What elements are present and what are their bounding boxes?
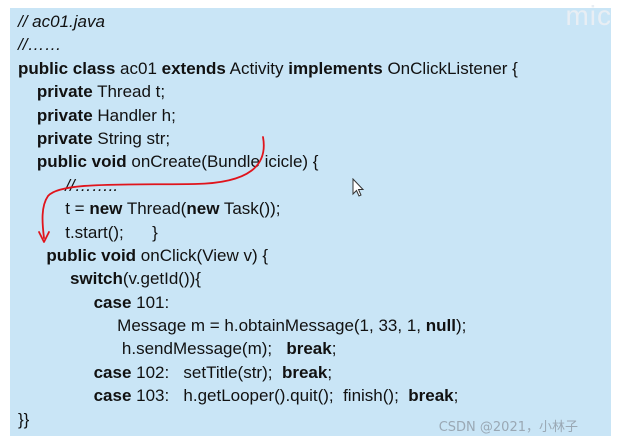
code-text: ; bbox=[331, 339, 337, 359]
code-keyword: break bbox=[281, 362, 328, 382]
code-text: }} bbox=[18, 409, 30, 429]
code-keyword: case bbox=[93, 386, 132, 406]
code-keyword: public void bbox=[36, 152, 127, 172]
code-text: (v.getId()){ bbox=[122, 269, 201, 289]
code-text bbox=[18, 246, 46, 265]
code-text: OnClickListener { bbox=[382, 58, 518, 78]
code-text: t = bbox=[18, 199, 90, 219]
code-comment: // ac01.java bbox=[18, 12, 105, 31]
code-line: //…….. bbox=[18, 174, 518, 197]
code-text bbox=[18, 82, 37, 101]
code-keyword: implements bbox=[288, 58, 383, 78]
code-comment: //…… bbox=[18, 35, 62, 55]
code-text: ; bbox=[453, 386, 459, 406]
csdn-watermark: CSDN @2021，小林子 bbox=[438, 420, 578, 435]
code-line: //…… bbox=[18, 33, 518, 56]
code-keyword: public class bbox=[18, 58, 116, 78]
code-text: 101: bbox=[131, 292, 170, 312]
code-text bbox=[18, 106, 37, 125]
code-keyword: new bbox=[89, 199, 123, 219]
mic-watermark: mic bbox=[565, 0, 612, 31]
code-line: h.sendMessage(m); break; bbox=[18, 337, 518, 360]
code-line: public void onClick(View v) { bbox=[18, 244, 518, 267]
code-text: onCreate(Bundle icicle) { bbox=[126, 152, 319, 172]
code-keyword: private bbox=[36, 105, 93, 125]
code-text bbox=[18, 269, 70, 288]
code-text bbox=[18, 386, 94, 405]
code-line: Message m = h.obtainMessage(1, 33, 1, nu… bbox=[18, 314, 518, 337]
code-keyword: case bbox=[93, 362, 132, 382]
code-keyword: null bbox=[425, 316, 456, 336]
code-keyword: break bbox=[286, 339, 332, 359]
code-line: t.start(); } bbox=[18, 221, 518, 244]
java-code-block: // ac01.java//……public class ac01 extend… bbox=[18, 10, 518, 431]
code-line: t = new Thread(new Task()); bbox=[18, 197, 518, 220]
code-text: ); bbox=[455, 316, 467, 336]
code-text bbox=[18, 293, 94, 312]
code-text: Message m = h.obtainMessage(1, 33, 1, bbox=[18, 316, 426, 336]
code-line: case 102: setTitle(str); break; bbox=[18, 361, 518, 384]
code-text: Thread t; bbox=[92, 82, 166, 102]
mouse-cursor-icon bbox=[352, 178, 365, 197]
code-keyword: extends bbox=[161, 58, 226, 78]
code-text: Task()); bbox=[219, 199, 281, 219]
code-keyword: case bbox=[93, 292, 132, 312]
code-text: 102: setTitle(str); bbox=[131, 362, 282, 382]
code-text bbox=[18, 152, 37, 171]
code-line: private Thread t; bbox=[18, 80, 518, 103]
code-text: t.start(); } bbox=[18, 222, 158, 242]
code-text: ; bbox=[327, 362, 333, 382]
code-line: public class ac01 extends Activity imple… bbox=[18, 57, 518, 80]
code-text: ac01 bbox=[115, 58, 162, 78]
code-text: Thread( bbox=[122, 199, 187, 219]
code-keyword: switch bbox=[69, 269, 123, 289]
code-text bbox=[18, 129, 37, 148]
code-keyword: private bbox=[36, 128, 93, 148]
code-text: String str; bbox=[92, 128, 171, 148]
code-keyword: private bbox=[36, 82, 93, 102]
code-keyword: break bbox=[408, 386, 454, 406]
code-line: case 103: h.getLooper().quit(); finish()… bbox=[18, 384, 518, 407]
code-text: onClick(View v) { bbox=[136, 245, 269, 265]
code-text: Handler h; bbox=[92, 105, 176, 125]
code-line: private Handler h; bbox=[18, 104, 518, 127]
code-comment: //…….. bbox=[18, 175, 119, 195]
code-line: }} bbox=[18, 408, 518, 431]
code-text: Activity bbox=[225, 58, 289, 78]
code-text: h.sendMessage(m); bbox=[18, 339, 287, 359]
code-line: public void onCreate(Bundle icicle) { bbox=[18, 150, 518, 173]
code-keyword: new bbox=[186, 199, 220, 219]
code-line: switch(v.getId()){ bbox=[18, 267, 518, 290]
code-text bbox=[18, 363, 94, 382]
code-line: // ac01.java bbox=[18, 10, 518, 33]
code-line: private String str; bbox=[18, 127, 518, 150]
code-keyword: public void bbox=[46, 245, 137, 265]
code-text: 103: h.getLooper().quit(); finish(); bbox=[131, 386, 409, 406]
code-line: case 101: bbox=[18, 291, 518, 314]
